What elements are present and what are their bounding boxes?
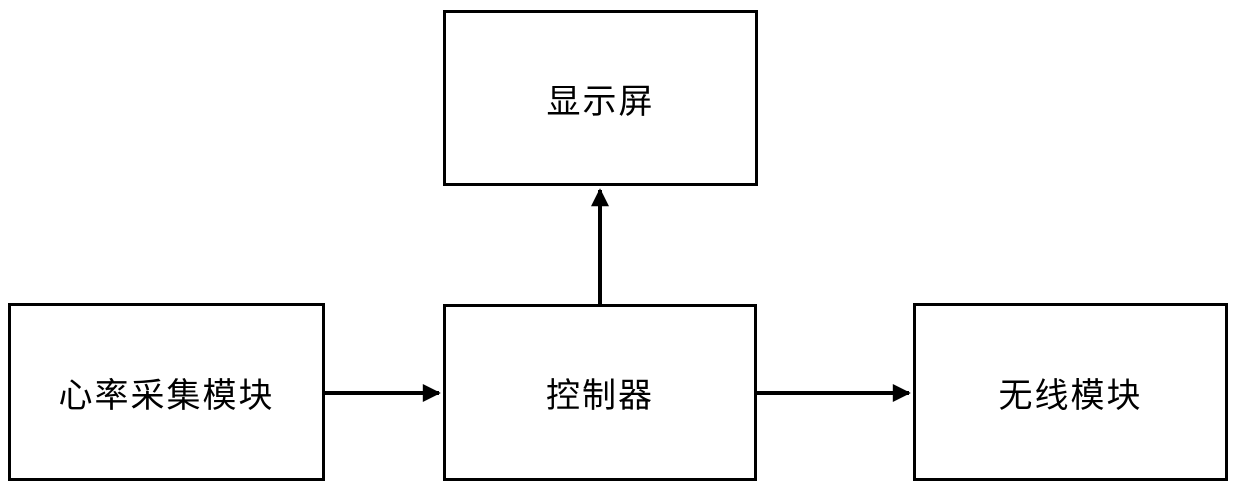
node-display-label: 显示屏 (546, 82, 655, 121)
node-heart-rate-module-label: 心率采集模块 (58, 376, 275, 415)
node-heart-rate-module: 心率采集模块 (8, 303, 325, 481)
node-display: 显示屏 (443, 10, 758, 186)
node-wireless-module: 无线模块 (913, 303, 1228, 481)
node-controller-label: 控制器 (546, 377, 654, 415)
node-controller: 控制器 (443, 304, 757, 481)
node-wireless-module-label: 无线模块 (998, 376, 1143, 415)
